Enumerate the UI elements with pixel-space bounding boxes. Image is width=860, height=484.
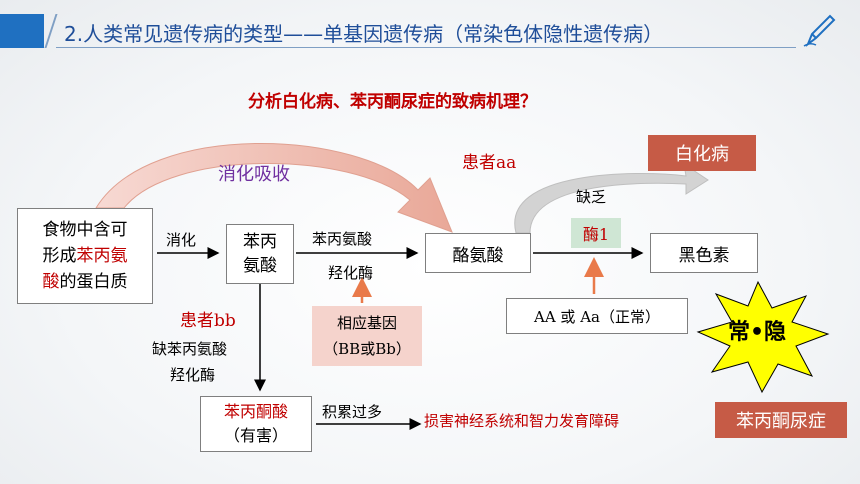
- lack-phe-label-1: 缺苯丙氨酸: [152, 340, 228, 358]
- digest-label: 消化: [166, 231, 197, 249]
- food-line3-a: 酸: [42, 272, 60, 292]
- accumulate-label: 积累过多: [322, 403, 383, 421]
- phenylpyruvic-acid-box: 苯丙酮酸 （有害）: [200, 396, 312, 452]
- header-underline: [56, 47, 796, 48]
- patient-aa-label: 患者aa: [462, 153, 517, 173]
- food-line3-b: 的蛋白质: [59, 272, 128, 292]
- melanin-box: 黑色素: [650, 233, 758, 273]
- burst-label: 常•隐: [728, 320, 787, 345]
- slide-title: 2.人类常见遗传病的类型——单基因遗传病（常染色体隐性遗传病）: [64, 22, 664, 46]
- question-heading: 分析白化病、苯丙酮尿症的致病机理？: [248, 92, 537, 112]
- phe-line2: 氨酸: [243, 256, 277, 276]
- phenylalanine-box: 苯丙 氨酸: [226, 224, 294, 284]
- ppa-line2: （有害）: [223, 426, 288, 445]
- pku-box: 苯丙酮尿症: [715, 402, 847, 438]
- patient-bb-label: 患者bb: [180, 311, 236, 331]
- lack-phe-label-2: 羟化酶: [170, 366, 216, 384]
- food-protein-box: 食物中含可 形成苯丙氨 酸的蛋白质: [17, 208, 153, 304]
- burst-shape: [696, 280, 830, 394]
- food-line2-b: 苯丙氨: [76, 246, 128, 266]
- digest-absorb-arrow: [95, 143, 453, 233]
- normal-genotype-box: AA 或 Aa（正常）: [506, 298, 688, 334]
- gene-box: 相应基因 （BB或Bb）: [312, 306, 422, 366]
- phe-line1: 苯丙: [243, 232, 277, 252]
- tyrosine-box: 酪氨酸: [425, 233, 531, 273]
- digest-absorb-label: 消化吸收: [218, 164, 290, 185]
- enzyme1-box: 酶1: [571, 218, 621, 248]
- hydroxylase-label-1: 苯丙氨酸: [312, 230, 373, 248]
- header-accent-block: [0, 14, 44, 48]
- damage-label: 损害神经系统和智力发育障碍: [424, 412, 620, 430]
- ppa-line1: 苯丙酮酸: [223, 402, 288, 421]
- albinism-box: 白化病: [648, 135, 756, 171]
- albinism-arrow: [514, 162, 709, 234]
- hydroxylase-label-2: 羟化酶: [328, 264, 374, 282]
- gene-line1: 相应基因: [336, 314, 397, 332]
- pen-icon: [803, 14, 836, 47]
- food-line1: 食物中含可: [42, 220, 128, 240]
- food-line2-a: 形成: [42, 246, 77, 266]
- gene-line2: （BB或Bb）: [323, 340, 411, 358]
- lack-label: 缺乏: [576, 188, 607, 206]
